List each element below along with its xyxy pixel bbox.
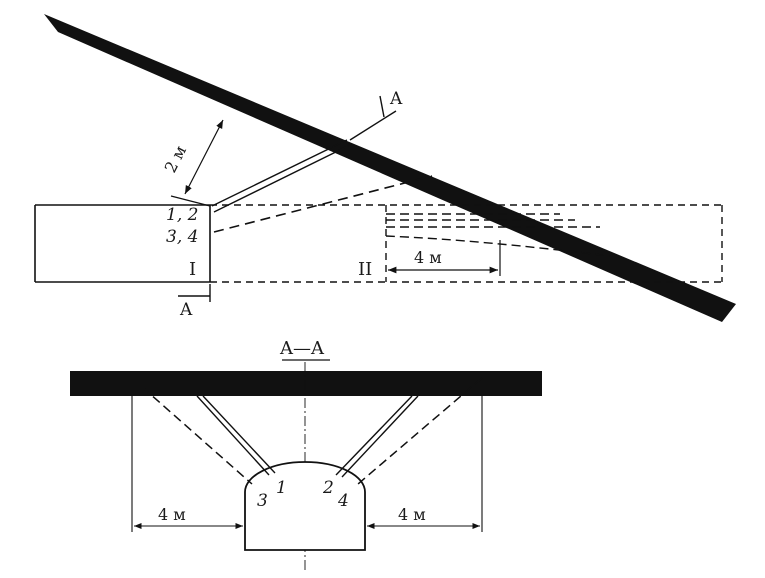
dimension-4m-right xyxy=(367,396,483,532)
dimension-2m-label: 2 м xyxy=(161,142,191,175)
drift-profile xyxy=(244,461,366,551)
seam-section xyxy=(70,371,542,396)
section-line-a-bottom xyxy=(178,284,211,302)
hole-number-1: 1 xyxy=(276,478,287,498)
section-mark-a-top: A xyxy=(389,89,403,109)
drift-outline-solid xyxy=(34,204,211,283)
section-mark-a-bottom: A xyxy=(179,300,193,320)
dimension-2m xyxy=(170,119,224,207)
hole-label-1-2: 1, 2 xyxy=(166,205,198,225)
dimension-4m-plan-label: 4 м xyxy=(414,248,442,267)
hole-label-3-4: 3, 4 xyxy=(166,227,198,247)
section-label-i: I xyxy=(189,259,196,280)
dimension-4m-plan xyxy=(388,240,501,276)
dimension-4m-right-label: 4 м xyxy=(398,505,426,524)
hole-traces-section-2 xyxy=(385,213,611,257)
hole-number-4: 4 xyxy=(337,491,349,511)
dimension-4m-left-label: 4 м xyxy=(158,505,186,524)
section-title: A—A xyxy=(279,338,325,359)
holes-1-2-section xyxy=(196,395,419,478)
holes-3-4-plan xyxy=(213,175,433,233)
section-label-ii: II xyxy=(358,259,372,280)
holes-3-4-section xyxy=(131,377,483,485)
section-line-a-top xyxy=(349,95,397,141)
holes-1-2-plan xyxy=(211,139,351,213)
hole-number-3: 3 xyxy=(257,491,268,511)
hole-number-2: 2 xyxy=(322,478,334,498)
seam-band xyxy=(44,14,736,322)
drift-outline-dashed xyxy=(210,204,723,283)
dimension-4m-left xyxy=(131,396,243,532)
